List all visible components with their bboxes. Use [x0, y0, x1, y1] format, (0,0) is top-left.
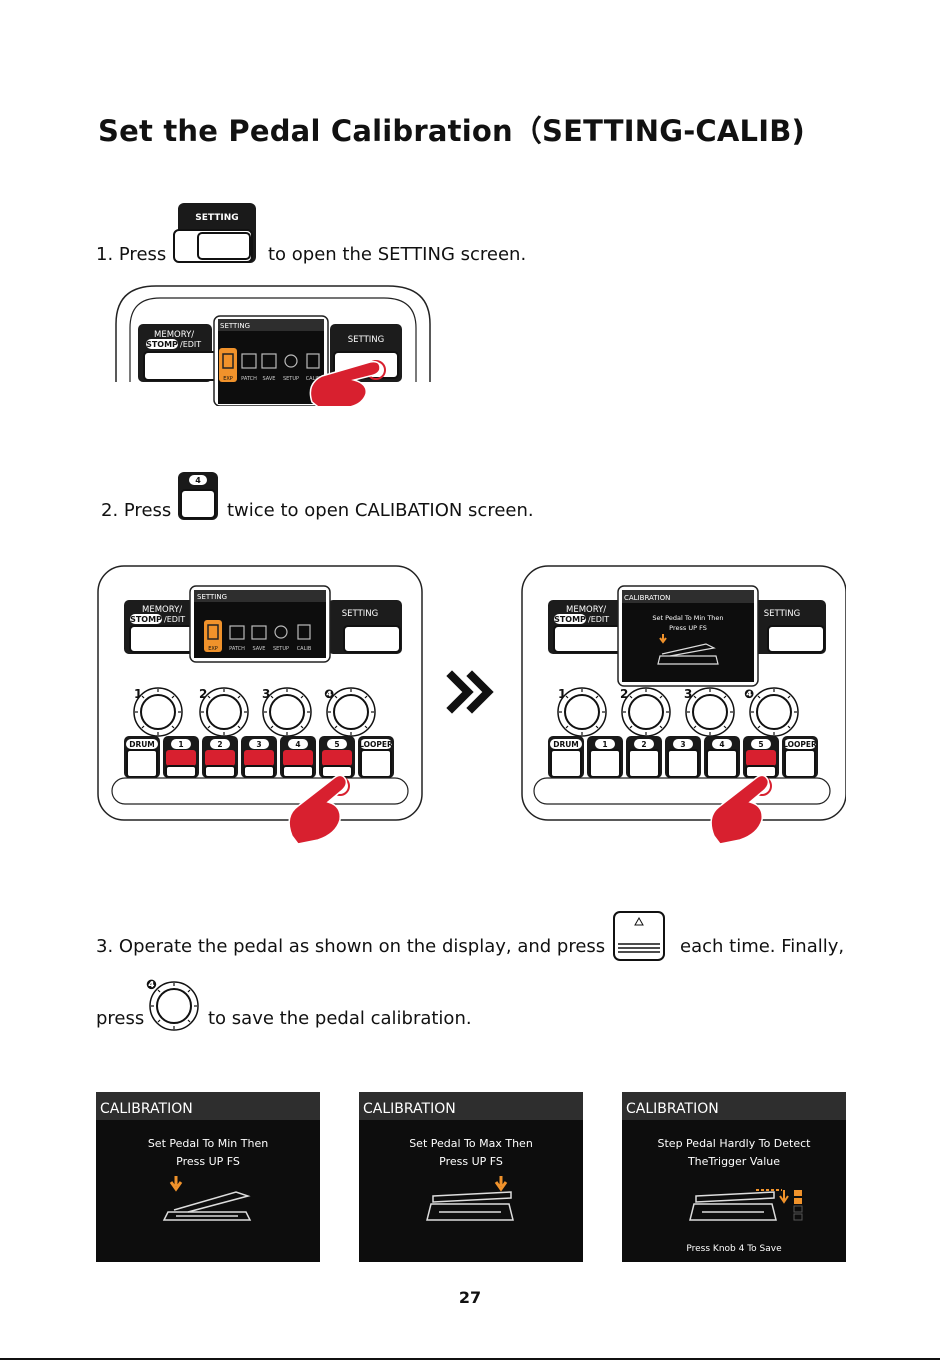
svg-text:DRUM: DRUM [129, 740, 155, 749]
calibration-screen-trigger: CALIBRATION Step Pedal Hardly To Detect … [622, 1092, 846, 1262]
step-3-line1-suffix: each time. Finally, [680, 936, 845, 957]
menu-exp: EXP [223, 376, 233, 382]
svg-text:3: 3 [262, 687, 270, 701]
step-1-prefix: 1. Press [96, 244, 167, 265]
screen-title: CALIBRATION [100, 1101, 193, 1117]
screen-line2: Press UP FS [439, 1155, 503, 1168]
pointing-hand-icon [710, 774, 770, 845]
svg-text:❹: ❹ [744, 687, 754, 701]
screen-footer: Press Knob 4 To Save [686, 1244, 782, 1254]
svg-text:CALIB: CALIB [297, 646, 312, 652]
down-arrow-icon [169, 1176, 183, 1192]
svg-text:CALIBRATION: CALIBRATION [624, 594, 670, 602]
step-1-suffix: to open the SETTING screen. [268, 244, 527, 265]
svg-text:3: 3 [680, 740, 685, 749]
svg-text:4: 4 [295, 740, 300, 749]
svg-text:SETTING: SETTING [342, 609, 378, 619]
svg-text:Set Pedal To Min Then: Set Pedal To Min Then [652, 614, 723, 622]
screen-line1: Step Pedal Hardly To Detect [658, 1137, 812, 1150]
screen-title: CALIBRATION [626, 1101, 719, 1117]
pointing-hand-icon [309, 360, 386, 406]
knob-4-icon: ❹ [146, 978, 199, 1031]
svg-text:3: 3 [256, 740, 261, 749]
step-3-line1-prefix: 3. Operate the pedal as shown on the dis… [96, 936, 606, 957]
device-right: MEMORY/ STOMP /EDIT SETTING CALIBRATION … [521, 565, 846, 845]
svg-text:3: 3 [684, 687, 692, 701]
setting-button-icon: SETTING [173, 203, 256, 263]
step-3-line2-suffix: to save the pedal calibration. [208, 1008, 472, 1029]
device-left: MEMORY/ STOMP /EDIT SETTING SETTING EXP … [97, 565, 423, 845]
svg-text:/EDIT: /EDIT [164, 615, 185, 624]
page-title: Set the Pedal Calibration（SETTING-CALIB) [98, 114, 805, 148]
svg-text:STOMP: STOMP [554, 615, 586, 624]
menu-setup: SETUP [283, 376, 299, 382]
svg-text:/EDIT: /EDIT [588, 615, 609, 624]
svg-text:DRUM: DRUM [553, 740, 579, 749]
svg-text:5: 5 [334, 740, 339, 749]
calibration-screen-min: CALIBRATION Set Pedal To Min Then Press … [96, 1092, 320, 1262]
svg-text:SETTING: SETTING [197, 593, 227, 601]
menu-save: SAVE [263, 376, 276, 382]
up-footswitch-icon [613, 911, 665, 961]
svg-text:1: 1 [602, 740, 607, 749]
screen-title: SETTING [220, 322, 250, 330]
screen-line2: Press UP FS [176, 1155, 240, 1168]
svg-text:2: 2 [641, 740, 646, 749]
expression-pedal-icon [689, 1191, 777, 1221]
knob-4-number: 4 [195, 476, 201, 485]
svg-text:STOMP: STOMP [130, 615, 162, 624]
svg-text:PATCH: PATCH [229, 646, 245, 652]
svg-text:❹: ❹ [324, 687, 334, 701]
setting-button-icon-label: SETTING [195, 213, 238, 223]
step-3-line2-prefix: press [96, 1008, 145, 1029]
svg-text:Press UP FS: Press UP FS [669, 624, 707, 632]
menu-patch: PATCH [241, 376, 257, 382]
svg-text:1: 1 [134, 687, 142, 701]
svg-text:1: 1 [178, 740, 183, 749]
edit-label: /EDIT [180, 340, 201, 349]
screen-line1: Set Pedal To Max Then [409, 1137, 533, 1150]
bottom-divider [0, 1358, 940, 1360]
svg-text:SETTING: SETTING [764, 609, 800, 619]
knob-4-marker: ❹ [146, 978, 157, 993]
svg-text:LOOPER: LOOPER [359, 740, 393, 749]
svg-text:SAVE: SAVE [253, 646, 266, 652]
screen-line1: Set Pedal To Min Then [148, 1137, 268, 1150]
svg-text:SETUP: SETUP [273, 646, 289, 652]
double-chevron-right-icon [446, 670, 494, 714]
svg-text:LOOPER: LOOPER [783, 740, 817, 749]
step-2-suffix: twice to open CALIBATION screen. [227, 500, 534, 521]
menu-calib: CALIB [306, 376, 321, 382]
knob-4-footswitch-icon: 4 [178, 472, 218, 520]
svg-text:MEMORY/: MEMORY/ [566, 605, 606, 615]
stomp-label: STOMP [146, 340, 178, 349]
svg-text:2: 2 [620, 687, 628, 701]
memory-label: MEMORY/ [154, 330, 194, 340]
svg-text:2: 2 [199, 687, 207, 701]
svg-text:EXP: EXP [208, 646, 218, 652]
trigger-level-indicator [756, 1189, 803, 1221]
step-2-prefix: 2. Press [101, 500, 172, 521]
expression-pedal-icon [426, 1191, 514, 1221]
page-number: 27 [458, 1288, 482, 1307]
screen-line2: TheTrigger Value [687, 1155, 780, 1168]
svg-text:4: 4 [719, 740, 724, 749]
pointing-hand-icon [288, 774, 348, 845]
device-diagrams: MEMORY/ STOMP /EDIT SETTING SETTING EXP … [97, 565, 846, 845]
expression-pedal-icon [162, 1191, 252, 1221]
down-arrow-icon [494, 1176, 508, 1192]
screen-title: CALIBRATION [363, 1101, 456, 1117]
svg-text:5: 5 [758, 740, 763, 749]
setting-label: SETTING [348, 335, 384, 345]
svg-text:2: 2 [217, 740, 222, 749]
svg-text:MEMORY/: MEMORY/ [142, 605, 182, 615]
svg-text:1: 1 [558, 687, 566, 701]
calibration-screen-max: CALIBRATION Set Pedal To Max Then Press … [359, 1092, 583, 1262]
device-setting-crop: MEMORY/ STOMP /EDIT SETTING SETTING EXP … [115, 285, 431, 406]
